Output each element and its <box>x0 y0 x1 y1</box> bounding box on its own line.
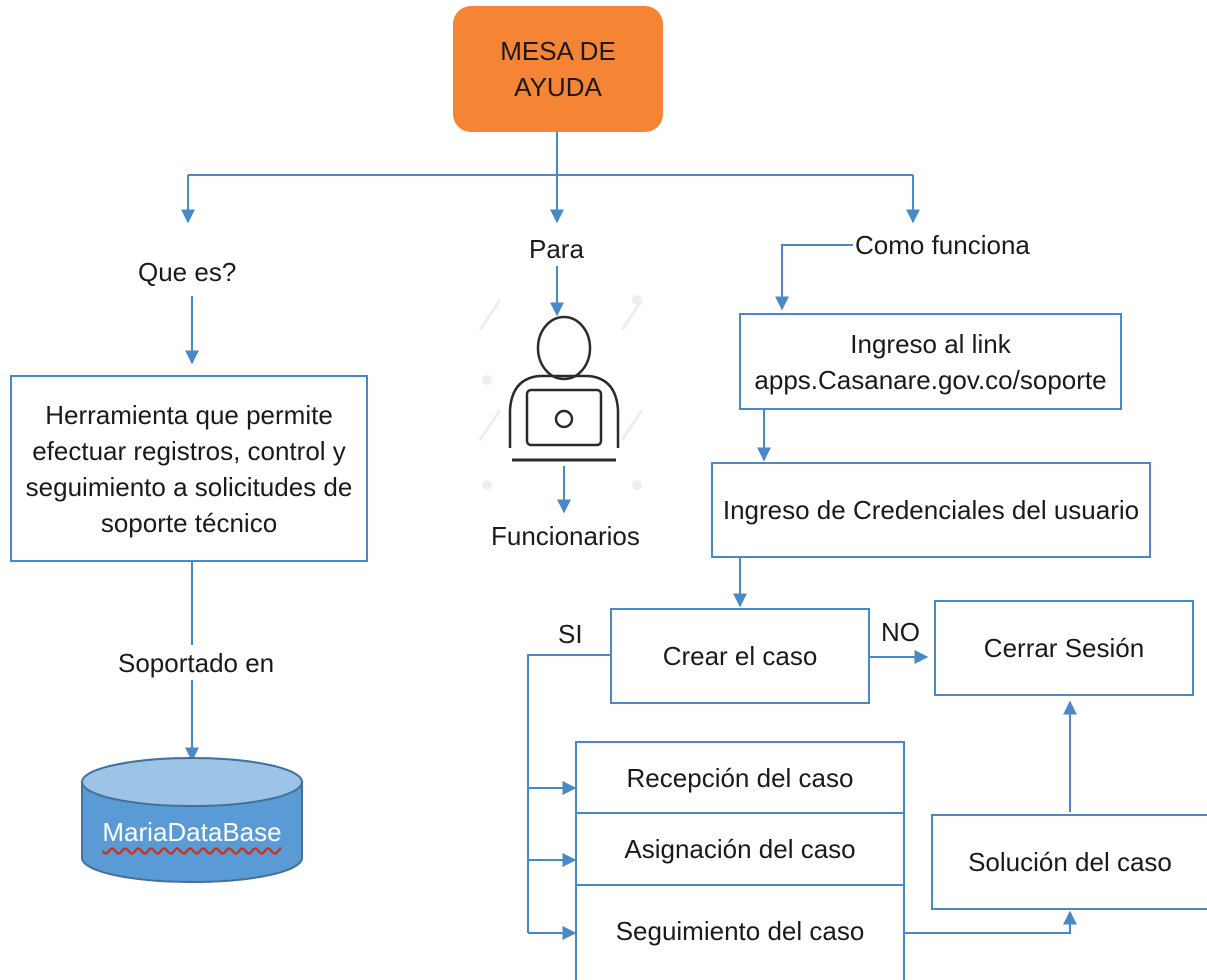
solucion-label: Solución del caso <box>968 847 1172 877</box>
root-line-2: AYUDA <box>514 72 602 102</box>
asignacion-box: Asignación del caso <box>575 812 905 886</box>
description-box: Herramienta que permite efectuar registr… <box>10 375 368 562</box>
recepcion-box: Recepción del caso <box>575 741 905 814</box>
link-line-2: apps.Casanare.gov.co/soporte <box>754 364 1107 395</box>
crear-caso-label: Crear el caso <box>662 641 818 671</box>
mesa-de-ayuda-node: MESA DE AYUDA <box>453 6 663 132</box>
credenciales-label: Ingreso de Credenciales del usuario <box>722 495 1140 525</box>
link-line-1: Ingreso al link <box>850 328 1011 359</box>
user-laptop-icon <box>478 295 644 490</box>
database-label: MariaDataBase <box>102 817 282 847</box>
cerrar-sesion-box: Cerrar Sesión <box>934 600 1194 696</box>
label-funcionarios: Funcionarios <box>491 521 640 551</box>
label-para: Para <box>529 234 584 264</box>
root-line-1: MESA DE <box>500 36 616 66</box>
arrow-seguimiento-to-solucion <box>905 910 1077 934</box>
arrow-como-to-link <box>775 244 853 311</box>
seguimiento-label: Seguimiento del caso <box>615 916 865 946</box>
recepcion-label: Recepción del caso <box>626 762 854 793</box>
description-line: Herramienta que permite <box>45 399 333 430</box>
label-si: SI <box>558 619 583 649</box>
cerrar-sesion-label: Cerrar Sesión <box>983 633 1145 663</box>
database-cylinder <box>81 757 303 883</box>
description-line: efectuar registros, control y <box>32 435 346 466</box>
credenciales-box: Ingreso de Credenciales del usuario <box>711 462 1151 558</box>
description-line: soporte técnico <box>100 507 278 538</box>
connector-si-branch <box>527 654 610 933</box>
label-como-funciona: Como funciona <box>855 230 1030 260</box>
label-no: NO <box>881 617 920 647</box>
label-que-es: Que es? <box>138 257 237 287</box>
seguimiento-box: Seguimiento del caso <box>575 884 905 980</box>
asignacion-label: Asignación del caso <box>624 834 856 864</box>
solucion-box: Solución del caso <box>931 814 1207 910</box>
label-soportado-en: Soportado en <box>118 648 275 678</box>
crear-caso-box: Crear el caso <box>610 608 870 704</box>
description-line: seguimiento a solicitudes de <box>25 471 353 502</box>
link-box: Ingreso al link apps.Casanare.gov.co/sop… <box>739 313 1122 410</box>
